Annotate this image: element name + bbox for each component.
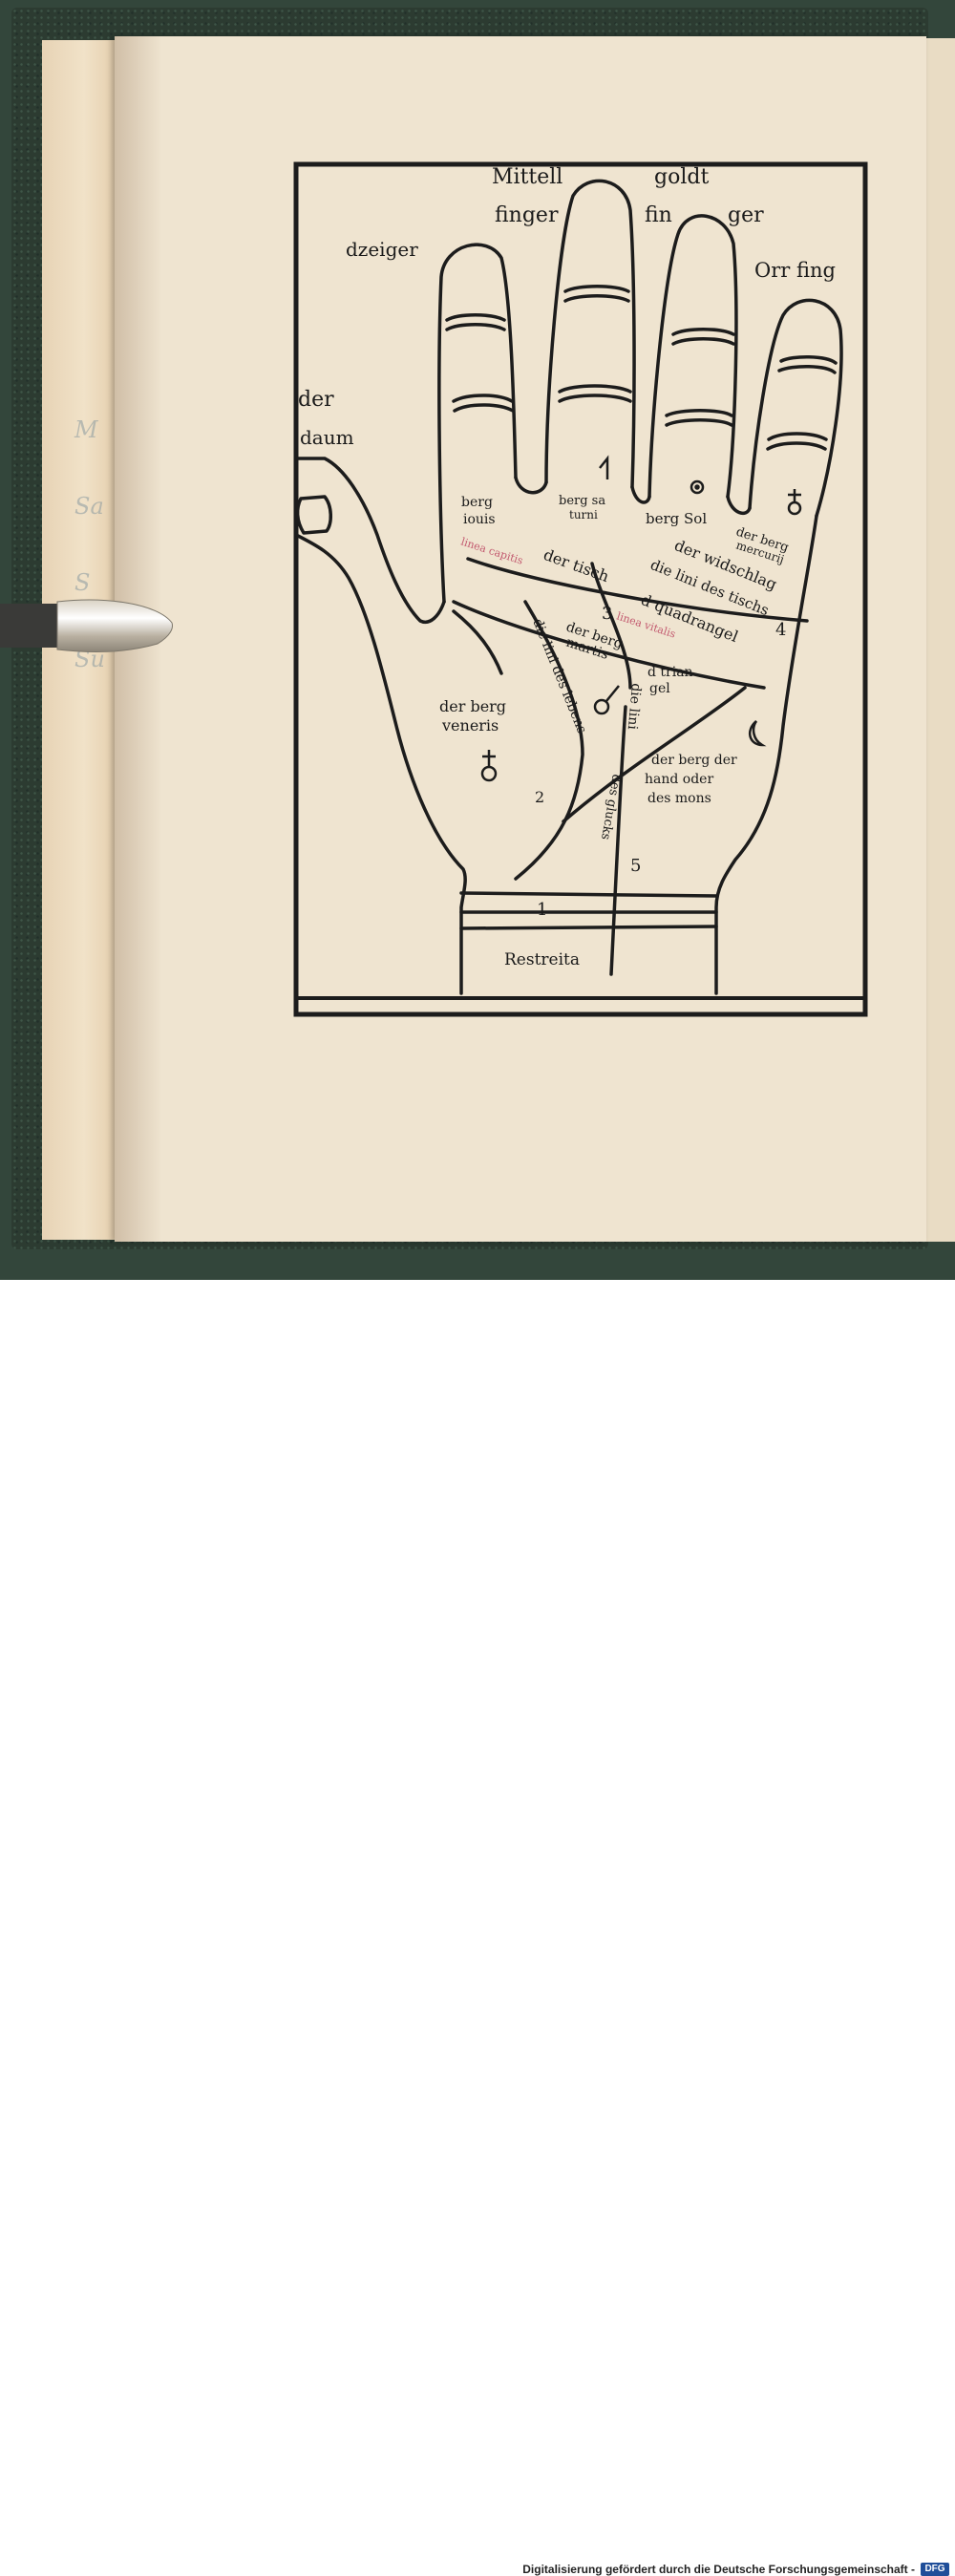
mount-jupiter: berg xyxy=(461,495,493,510)
wrist-label: Restreita xyxy=(504,950,580,969)
index-finger-label: dzeiger xyxy=(346,238,418,261)
dfg-logo: DFG xyxy=(921,2563,949,2576)
ring-finger-label: fin xyxy=(645,203,672,227)
line-head: die lini xyxy=(625,683,644,731)
red-annotation: linea capitis xyxy=(459,535,525,566)
mount-moon: hand oder xyxy=(645,772,713,787)
mount-jupiter: iouis xyxy=(463,512,496,527)
middle-finger-label: finger xyxy=(495,203,559,227)
number-label: 1 xyxy=(537,900,547,920)
mount-venus: veneris xyxy=(441,716,499,734)
book-page xyxy=(115,36,926,1242)
mount-sol: berg Sol xyxy=(646,510,707,527)
middle-finger-label: Mittell xyxy=(492,165,562,189)
woodcut-frame xyxy=(293,161,868,1017)
number-label: 5 xyxy=(630,856,641,876)
margin-note: S xyxy=(74,569,91,596)
mount-saturn: turni xyxy=(569,508,598,522)
line-triangle: d trian xyxy=(647,665,693,680)
planet-symbols xyxy=(480,455,802,782)
thumb-label: daum xyxy=(300,426,354,449)
palmistry-woodcut: Mittell finger goldt fin ger dzeiger Orr… xyxy=(293,161,868,1017)
number-label: 4 xyxy=(775,620,786,640)
digitization-credit: Digitalisierung gefördert durch die Deut… xyxy=(522,2563,915,2576)
ring-finger-label: goldt xyxy=(654,165,709,189)
margin-note: M xyxy=(74,416,98,443)
line-table: der tisch xyxy=(541,545,612,585)
book-scan: M Sa S Su xyxy=(0,0,955,1280)
number-label: 2 xyxy=(535,788,544,806)
line-triangle: gel xyxy=(649,681,670,696)
mount-moon: des mons xyxy=(647,791,711,806)
ring-finger-label: ger xyxy=(728,203,764,227)
faint-margin-notes: M Sa S Su xyxy=(74,392,113,697)
footer-bar: Digitalisierung gefördert durch die Deut… xyxy=(0,1280,955,2576)
thumb-label: der xyxy=(298,388,334,412)
mount-moon: der berg der xyxy=(651,753,737,768)
mount-venus: der berg xyxy=(439,697,506,715)
hand-outline xyxy=(294,179,843,995)
mount-saturn: berg sa xyxy=(559,494,605,508)
glass-pointer xyxy=(0,599,173,652)
woodcut-labels: Mittell finger goldt fin ger dzeiger Orr… xyxy=(298,165,836,969)
number-label: 3 xyxy=(602,604,612,624)
margin-note: Sa xyxy=(74,493,104,520)
little-finger-label: Orr fing xyxy=(754,259,836,282)
